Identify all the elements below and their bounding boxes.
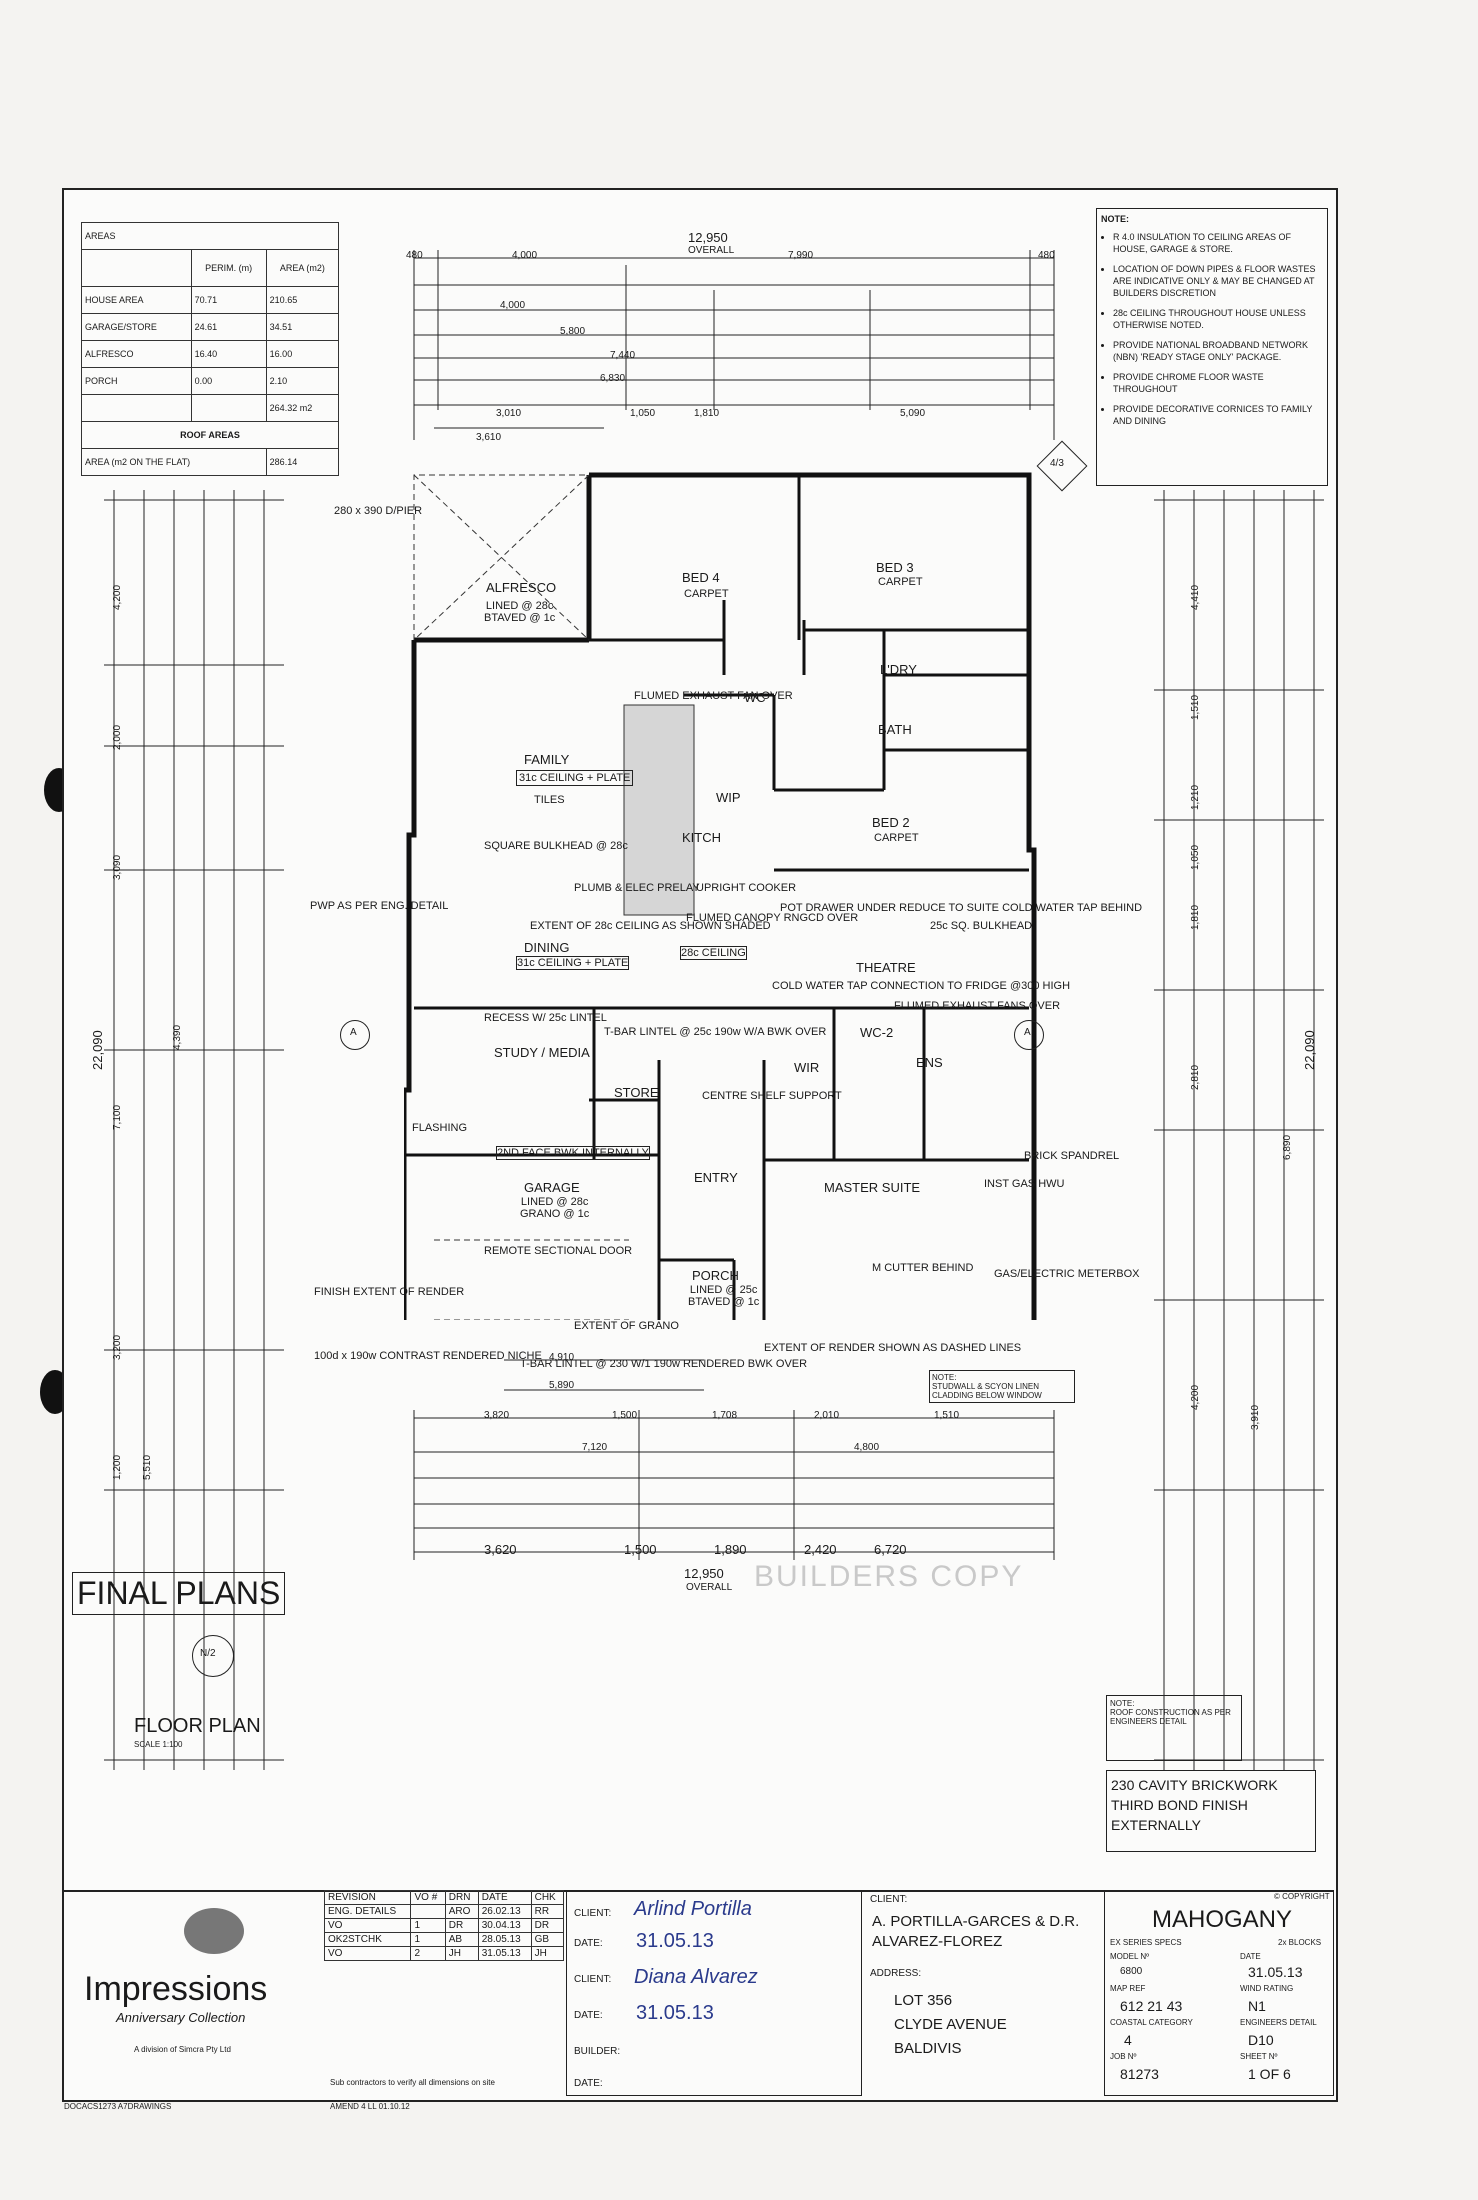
room-master: MASTER SUITE xyxy=(824,1180,921,1195)
overall-left-dim: 22,090 xyxy=(90,1030,105,1070)
north-arrow-lower xyxy=(192,1635,234,1677)
overall-bottom-dim: 12,950 xyxy=(684,1566,724,1581)
room-bed2: BED 2 xyxy=(872,815,910,830)
room-bed4: BED 4 xyxy=(682,570,720,585)
roof-note: NOTE: ROOF CONSTRUCTION AS PER ENGINEERS… xyxy=(1106,1695,1242,1761)
signature-block xyxy=(566,1890,862,2096)
file-reference: DOCACS1273 A7DRAWINGS xyxy=(64,2102,172,2111)
room-wc: WC xyxy=(744,690,766,705)
room-wip: WIP xyxy=(716,790,741,805)
design-block xyxy=(1104,1890,1334,2096)
final-plans-title: FINAL PLANS xyxy=(72,1572,286,1615)
room-porch: PORCH xyxy=(692,1268,739,1283)
roof-areas-title: ROOF AREAS xyxy=(81,421,339,449)
areas-total: 264.32 m2 xyxy=(265,394,340,422)
room-garage: GARAGE xyxy=(524,1180,580,1195)
room-entry: ENTRY xyxy=(694,1170,738,1185)
bottom-dimension-lines xyxy=(413,1359,1055,1560)
room-bath: BATH xyxy=(878,722,912,737)
room-ens: ENS xyxy=(916,1055,943,1070)
floor-plan-walls xyxy=(404,472,1037,1320)
room-wc2: WC-2 xyxy=(860,1025,894,1040)
notes-box: NOTE: R 4.0 INSULATION TO CEILING AREAS … xyxy=(1096,208,1328,486)
room-wir: WIR xyxy=(794,1060,820,1075)
section-marker-left xyxy=(340,1020,370,1050)
overall-top-dim: 12,950 xyxy=(688,230,728,245)
room-store: STORE xyxy=(614,1085,659,1100)
floor-plan-title: FLOOR PLAN xyxy=(134,1715,261,1737)
section-marker-right xyxy=(1014,1020,1044,1050)
stud-note: NOTE: STUDWALL & SCYON LINEN CLADDING BE… xyxy=(929,1370,1075,1403)
left-dimension-lines xyxy=(104,490,284,1770)
client-signature-1: Arlind Portilla xyxy=(634,1898,752,1920)
brickwork-note: 230 CAVITY BRICKWORK THIRD BOND FINISH E… xyxy=(1106,1770,1316,1852)
roof-area-value: 286.14 xyxy=(265,448,340,476)
room-dining: DINING xyxy=(524,940,570,955)
top-dimension-lines xyxy=(413,250,1055,440)
room-bed3: BED 3 xyxy=(876,560,914,575)
areas-title: AREAS xyxy=(81,222,339,250)
logo-mark xyxy=(184,1908,244,1954)
company-logo: Impressions xyxy=(84,1970,268,2008)
room-ldry: L'DRY xyxy=(880,662,917,677)
design-name: MAHOGANY xyxy=(1152,1906,1293,1933)
client-signature-2: Diana Alvarez xyxy=(634,1966,758,1988)
builders-copy-stamp: BUILDERS COPY xyxy=(754,1560,1024,1593)
title-block xyxy=(64,1890,1334,2102)
room-study: STUDY / MEDIA xyxy=(494,1045,590,1060)
room-family: FAMILY xyxy=(524,752,570,767)
client-names: A. PORTILLA-GARCES & D.R. ALVAREZ-FLOREZ xyxy=(872,1913,1080,1950)
overall-right-dim: 22,090 xyxy=(1302,1030,1317,1070)
room-alfresco: ALFRESCO xyxy=(486,580,557,595)
amend-reference: AMEND 4 LL 01.10.12 xyxy=(330,2102,410,2111)
right-dimension-lines xyxy=(1154,490,1324,1770)
room-theatre: THEATRE xyxy=(856,960,916,975)
room-kitch: KITCH xyxy=(682,830,721,845)
